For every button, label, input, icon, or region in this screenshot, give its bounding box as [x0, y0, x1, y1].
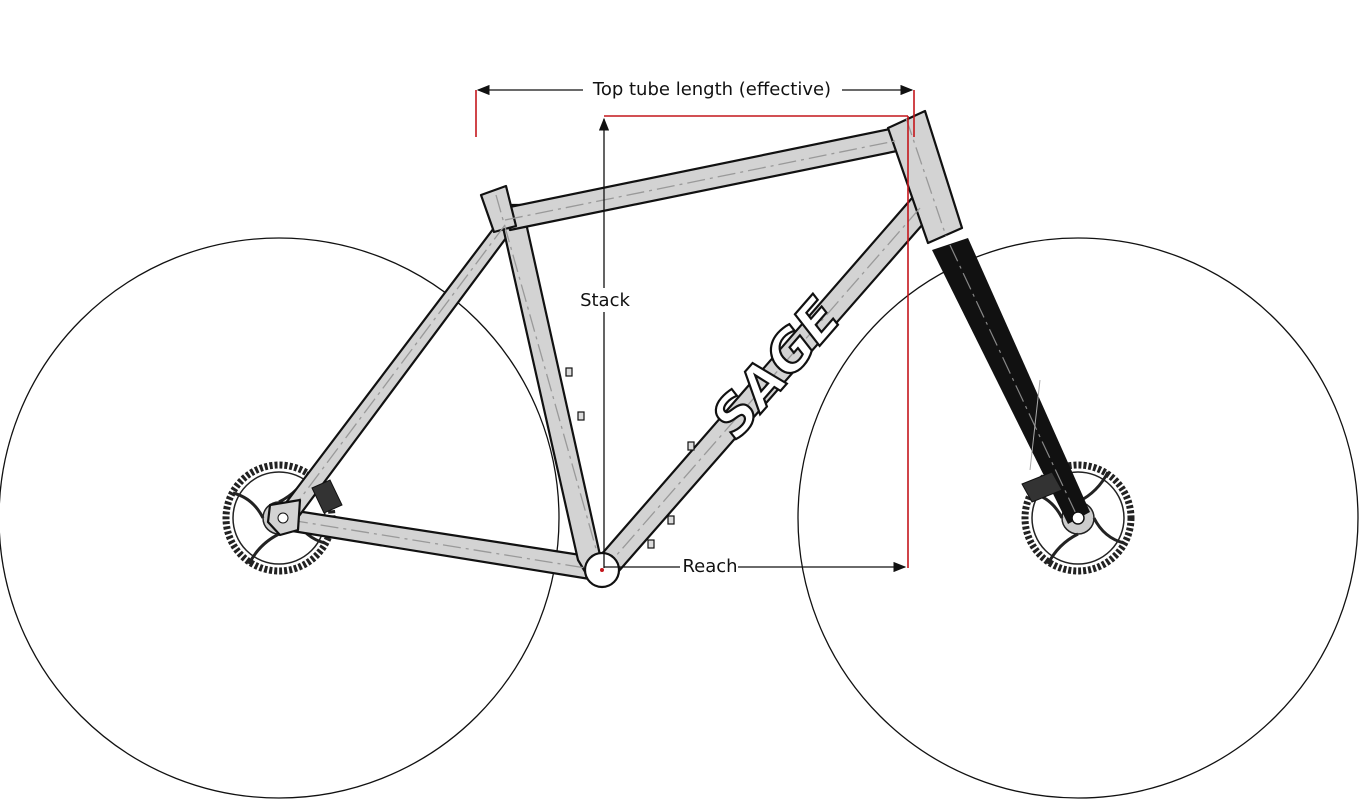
fork	[932, 238, 1090, 525]
seat-cluster	[479, 184, 518, 234]
stack-dimension: Stack	[576, 117, 634, 568]
reach-label: Reach	[682, 556, 737, 577]
front-wheel	[797, 237, 1359, 799]
sage-logo: SAGE	[699, 286, 853, 450]
reach-dimension: Reach	[604, 555, 907, 579]
front-brake-caliper	[1021, 471, 1063, 503]
seat-tube	[496, 203, 602, 582]
top-tube-dimension: Top tube length (effective)	[476, 79, 914, 100]
top-tube	[503, 126, 904, 232]
rear-wheel	[0, 237, 560, 799]
frame	[266, 109, 964, 589]
rear-brake-caliper	[311, 479, 343, 514]
bottle-bosses	[565, 367, 725, 549]
head-tube	[886, 109, 964, 245]
stack-label: Stack	[580, 290, 630, 311]
reference-lines	[475, 90, 915, 568]
top-tube-label: Top tube length (effective)	[592, 79, 831, 100]
